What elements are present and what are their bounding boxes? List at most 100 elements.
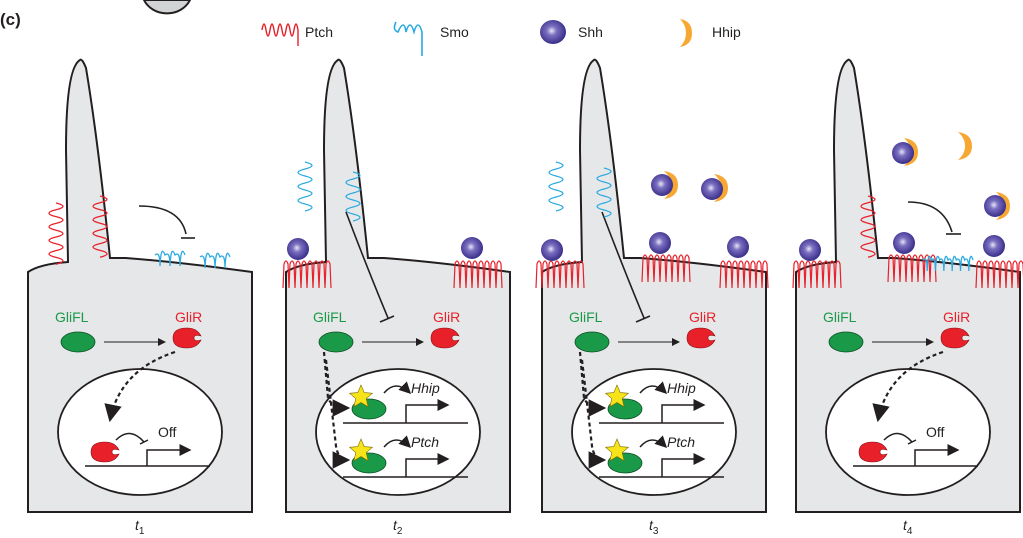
promoter-arrow bbox=[405, 399, 450, 423]
shh-ligand bbox=[651, 174, 673, 196]
legend-item-smo: Smo bbox=[393, 21, 469, 56]
ptch-receptor bbox=[860, 195, 876, 258]
ptch-receptor bbox=[92, 195, 108, 258]
legend-item-shh: Shh bbox=[540, 20, 603, 44]
glifl-activator-bound bbox=[351, 452, 387, 474]
shh-ligand bbox=[799, 239, 821, 261]
glir-repressor-bound bbox=[858, 441, 888, 463]
smo-inhibition-bar bbox=[635, 315, 651, 323]
ptch-receptor bbox=[48, 202, 64, 265]
promoter-arrow bbox=[146, 444, 192, 466]
nucleus bbox=[571, 368, 737, 496]
glifl-protein bbox=[828, 331, 864, 353]
promoter-arrow bbox=[661, 399, 706, 423]
panel-label: (c) bbox=[0, 10, 21, 29]
legend-item-hhip: Hhip bbox=[680, 19, 741, 47]
panel-t1: GliFL GliR Off t1 bbox=[27, 58, 253, 537]
time-subscript: 2 bbox=[397, 526, 403, 537]
activation-arc bbox=[383, 435, 412, 449]
repression-bar bbox=[907, 439, 917, 445]
time-point-label: t1 bbox=[135, 517, 145, 537]
glifl-protein bbox=[60, 331, 96, 353]
time-letter: t bbox=[649, 517, 654, 533]
ptch-receptor bbox=[282, 260, 332, 289]
target-gene-label: Ptch bbox=[411, 434, 439, 450]
shh-ligand bbox=[892, 142, 914, 164]
time-letter: t bbox=[903, 517, 908, 533]
off-label: Off bbox=[926, 424, 945, 440]
smo-receptor bbox=[922, 255, 974, 272]
ptch-receptor bbox=[719, 260, 769, 289]
smo-receptor bbox=[596, 167, 612, 218]
shh-ball-icon bbox=[540, 20, 566, 44]
shh-ligand bbox=[983, 235, 1005, 257]
ptch-inhibition-line bbox=[138, 205, 187, 235]
glir-repressor-bound bbox=[90, 441, 120, 463]
activator-star bbox=[604, 438, 630, 462]
promoter-arrow bbox=[661, 453, 706, 477]
ptch-inhibition-line bbox=[907, 201, 953, 233]
time-subscript: 1 bbox=[139, 526, 145, 537]
legend: Ptch Smo Shh Hhip bbox=[261, 19, 741, 56]
smo-inhibition-line bbox=[601, 211, 645, 319]
ptch-receptor bbox=[453, 260, 503, 289]
shh-ligand bbox=[701, 178, 723, 200]
nucleus bbox=[57, 368, 223, 496]
legend-label: Hhip bbox=[712, 24, 741, 40]
smo-coil-icon bbox=[393, 21, 423, 56]
smo-receptor bbox=[199, 252, 231, 269]
hhip-crescent-icon bbox=[680, 19, 692, 47]
time-subscript: 4 bbox=[907, 526, 913, 537]
nucleus bbox=[825, 368, 991, 496]
smo-receptor bbox=[154, 250, 186, 267]
activator-star bbox=[348, 438, 374, 462]
glir-protein bbox=[172, 327, 202, 349]
glir-label: GliR bbox=[689, 309, 716, 325]
promoter-arrow bbox=[405, 453, 450, 477]
target-gene-label: Hhip bbox=[411, 380, 440, 396]
smo-receptor bbox=[297, 161, 313, 212]
legend-label: Smo bbox=[440, 24, 469, 40]
repression-arc bbox=[883, 432, 913, 443]
off-label: Off bbox=[158, 424, 177, 440]
glir-label: GliR bbox=[175, 309, 202, 325]
glifl-label: GliFL bbox=[313, 309, 347, 325]
glir-nuclear-entry-arrow bbox=[104, 350, 176, 423]
smo-inhibition-bar bbox=[379, 315, 395, 323]
smo-receptor bbox=[548, 161, 564, 212]
target-gene-label: Hhip bbox=[667, 380, 696, 396]
repression-bar bbox=[139, 439, 149, 445]
repression-arc bbox=[115, 432, 145, 443]
ptch-receptor bbox=[535, 260, 585, 289]
ptch-receptor bbox=[887, 254, 937, 283]
glifl-nuclear-entry-arrow bbox=[578, 351, 607, 417]
hhip-protein bbox=[958, 132, 972, 160]
shh-ligand bbox=[461, 237, 483, 259]
glifl-label: GliFL bbox=[55, 309, 89, 325]
shh-ligand bbox=[893, 232, 915, 254]
glir-label: GliR bbox=[433, 309, 460, 325]
nucleus bbox=[315, 368, 481, 496]
glir-protein bbox=[686, 327, 716, 349]
glifl-nuclear-entry-arrow bbox=[580, 359, 607, 469]
legend-item-ptch: Ptch bbox=[261, 23, 333, 46]
glifl-activator-bound bbox=[351, 398, 387, 420]
cropped-cell-fragment bbox=[142, 0, 192, 15]
glifl-protein bbox=[574, 331, 610, 353]
time-point-label: t3 bbox=[649, 517, 659, 537]
activation-arc bbox=[639, 435, 668, 449]
shh-ligand bbox=[287, 238, 309, 260]
ptch-coil-icon bbox=[261, 23, 299, 46]
shh-ligand bbox=[984, 195, 1006, 217]
smo-receptor bbox=[345, 171, 361, 222]
glifl-nuclear-entry-arrow bbox=[324, 359, 351, 469]
glifl-activator-bound bbox=[607, 398, 643, 420]
ptch-receptor bbox=[792, 260, 842, 289]
glifl-label: GliFL bbox=[823, 309, 857, 325]
time-point-label: t4 bbox=[903, 517, 913, 537]
shh-ligand bbox=[727, 236, 749, 258]
time-point-label: t2 bbox=[393, 517, 403, 537]
